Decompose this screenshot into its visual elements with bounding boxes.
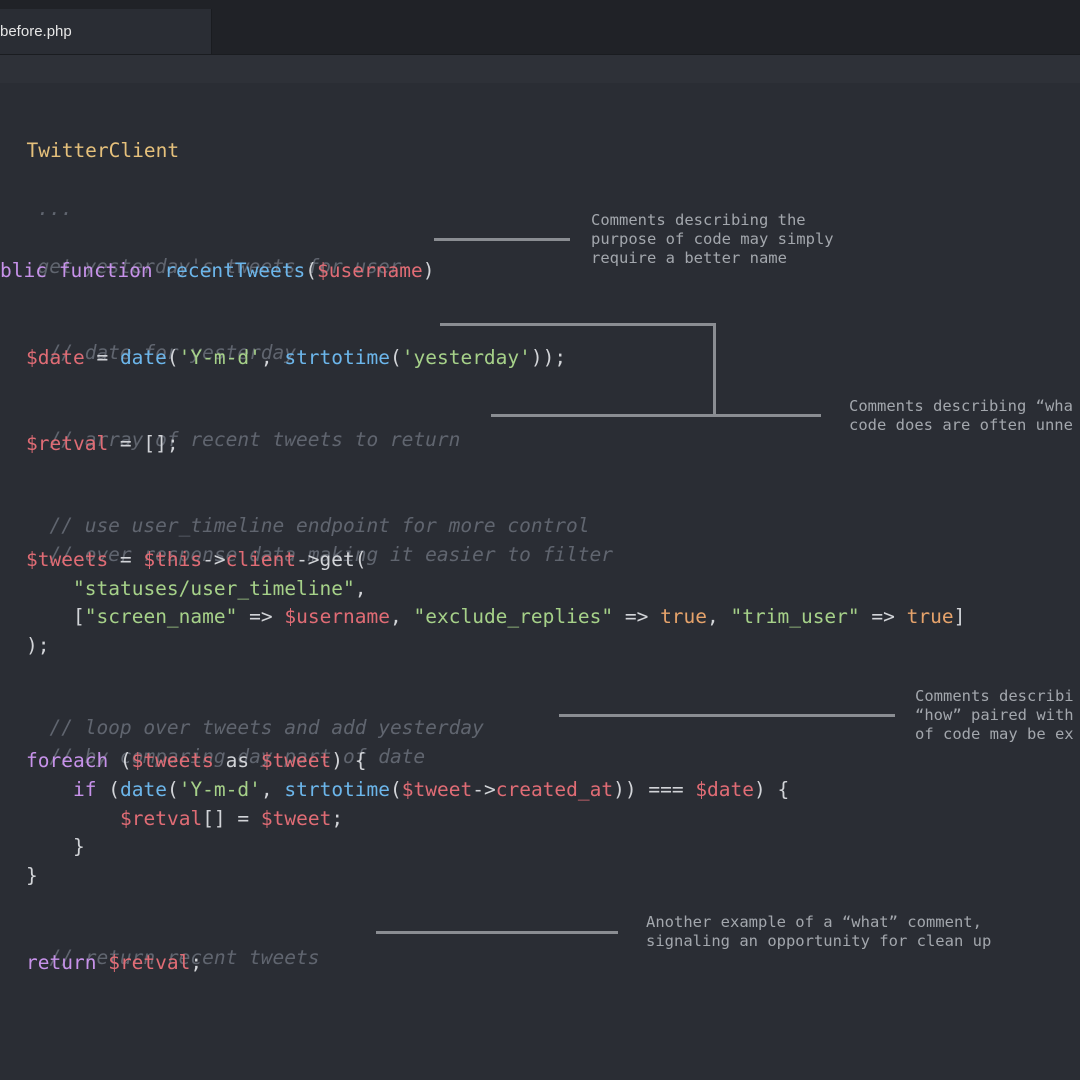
keyword: blic: [0, 259, 47, 282]
variable: $username: [317, 259, 423, 282]
connector-line: [559, 714, 895, 717]
comment: // return recent tweets: [49, 946, 320, 969]
code-line: }: [73, 835, 85, 858]
variable: $tweet: [260, 807, 332, 830]
file-tab[interactable]: before.php: [0, 9, 212, 54]
connector-line: [491, 414, 821, 417]
code-line: return $retval;: [26, 951, 203, 974]
code-line: }: [26, 864, 38, 887]
code-line: get yesterday's tweets for user: [14, 231, 401, 279]
variable: $tweets: [131, 749, 214, 772]
editor-top-strip: [0, 55, 1080, 83]
string: "exclude_replies": [413, 605, 614, 628]
variable: $tweet: [260, 749, 332, 772]
string: "trim_user": [730, 605, 860, 628]
class-name: TwitterClient: [26, 139, 180, 162]
file-tab-label: before.php: [0, 23, 72, 40]
code-line: // date for yesterday: [26, 317, 296, 365]
code-line: if (date('Y-m-d', strtotime($tweet->crea…: [73, 778, 790, 801]
annotation-another: Another example of a “what” comment,sign…: [646, 913, 992, 950]
code-line: "statuses/user_timeline",: [73, 577, 367, 600]
connector-line: [434, 238, 570, 241]
code-line: $tweets = $this->client->get(: [26, 548, 367, 571]
function-name: strtotime: [284, 778, 391, 801]
variable: $tweets: [26, 548, 109, 571]
code-line: ...: [14, 173, 73, 221]
keyword: foreach: [26, 749, 109, 772]
variable: $retval: [108, 951, 191, 974]
code-line: // return recent tweets: [26, 922, 320, 970]
function-name: recentTweets: [164, 259, 306, 282]
property: client: [225, 548, 297, 571]
comment: get yesterday's tweets for user: [37, 255, 402, 278]
comment: // use user_timeline endpoint for more c…: [49, 514, 590, 537]
code-line: // use user_timeline endpoint for more c…: [26, 490, 590, 538]
property: created_at: [495, 778, 614, 801]
variable: $retval: [26, 432, 109, 455]
tab-bar: before.php: [0, 0, 1080, 55]
code-line: // by comparing day part of date: [26, 721, 425, 769]
comment: // loop over tweets and add yesterday: [49, 716, 484, 739]
comment: // over response data making it easier t…: [49, 543, 614, 566]
connector-line: [440, 323, 716, 326]
connector-line: [713, 323, 716, 414]
function-name: strtotime: [284, 346, 390, 369]
code-line: ["screen_name" => $username, "exclude_re…: [73, 605, 966, 628]
keyword: function: [58, 259, 153, 282]
string: "screen_name": [84, 605, 238, 628]
variable: $retval: [120, 807, 203, 830]
string: 'yesterday': [401, 346, 531, 369]
keyword: return: [26, 951, 97, 974]
code-line: $retval[] = $tweet;: [120, 807, 344, 830]
function-name: date: [119, 778, 167, 801]
code-line: );: [26, 634, 50, 657]
variable: $username: [284, 605, 391, 628]
code-line: $date = date('Y-m-d', strtotime('yesterd…: [26, 346, 567, 369]
code-line: $retval = [];: [26, 432, 179, 455]
code-editor[interactable]: [0, 83, 1080, 1080]
boolean: true: [660, 605, 708, 628]
code-line: // over response data making it easier t…: [26, 519, 613, 567]
variable: $tweet: [401, 778, 473, 801]
keyword: if: [73, 778, 97, 801]
code-line: TwitterClient: [3, 115, 179, 163]
variable: $date: [26, 346, 85, 369]
connector-line: [376, 931, 618, 934]
boolean: true: [906, 605, 954, 628]
string: "statuses/user_timeline": [73, 577, 355, 600]
comment: // by comparing day part of date: [49, 745, 426, 768]
code-line: // array of recent tweets to return: [26, 404, 460, 452]
comment: // date for yesterday: [49, 341, 297, 364]
string: 'Y-m-d': [178, 346, 261, 369]
variable: $date: [695, 778, 755, 801]
code-line: foreach ($tweets as $tweet) {: [26, 749, 367, 772]
code-line: // loop over tweets and add yesterday: [26, 692, 484, 740]
comment: // array of recent tweets to return: [49, 428, 461, 451]
code-line: blic function recentTweets($username): [0, 259, 435, 282]
variable: $this: [143, 548, 203, 571]
string: 'Y-m-d': [178, 778, 261, 801]
comment: ...: [37, 197, 73, 220]
function-name: date: [119, 346, 167, 369]
